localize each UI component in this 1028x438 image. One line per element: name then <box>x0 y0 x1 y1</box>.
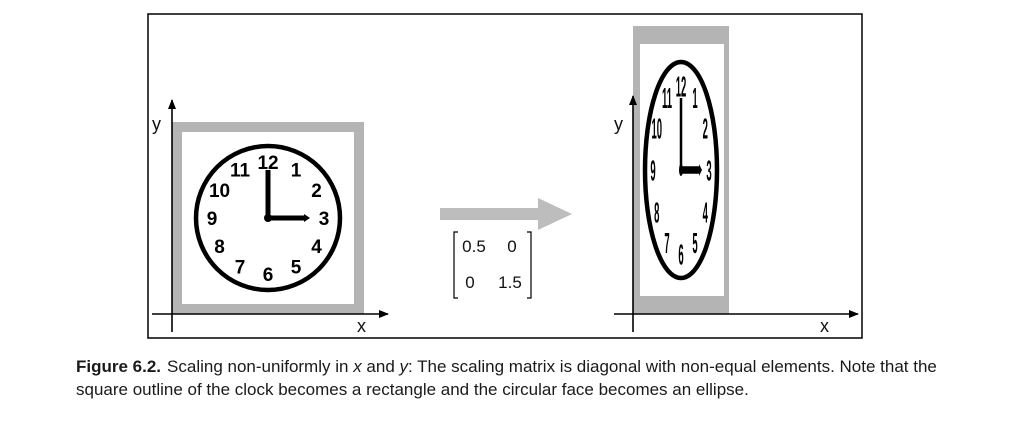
arrow-head <box>538 198 572 230</box>
left-clock-number: 4 <box>311 237 322 258</box>
right-clock-number: 2 <box>703 113 708 145</box>
right-x-axis-label: x <box>820 316 829 336</box>
transform-arrow <box>440 198 572 230</box>
right-y-axis-label: y <box>614 114 623 134</box>
right-clock-number: 3 <box>706 155 711 187</box>
caption-var-y: y <box>399 357 409 376</box>
left-clock-number: 3 <box>319 209 330 230</box>
left-clock-number: 7 <box>235 257 246 278</box>
right-clock-number: 7 <box>664 228 669 260</box>
caption-text-1: Scaling non-uniformly in <box>167 357 354 376</box>
left-hour-hand-tip <box>304 214 310 222</box>
right-clock-number: 4 <box>703 197 708 229</box>
left-y-axis-label: y <box>152 114 161 134</box>
figure-caption: Figure 6.2. Scaling non-uniformly in x an… <box>76 355 956 401</box>
matrix-cell-11: 0.5 <box>462 237 486 256</box>
matrix-cell-21: 0 <box>465 273 474 292</box>
caption-var-x: x <box>353 357 362 376</box>
left-clock-number: 12 <box>257 153 278 174</box>
left-clock-number: 11 <box>230 161 251 182</box>
left-clock-number: 2 <box>311 181 322 202</box>
left-x-axis-label: x <box>357 316 366 336</box>
caption-text-and: and <box>361 357 400 376</box>
left-clock-number: 8 <box>214 237 225 258</box>
caption-label: Figure 6.2. <box>76 357 162 376</box>
right-clock-number: 8 <box>654 197 659 229</box>
figure-border <box>147 13 863 339</box>
left-clock-number: 10 <box>209 181 230 202</box>
left-clock-center <box>264 214 272 222</box>
right-clock-number: 9 <box>650 155 655 187</box>
left-clock-number: 1 <box>291 161 302 182</box>
scaling-matrix: 0.5 0 0 1.5 <box>453 231 532 299</box>
matrix-right-bracket <box>527 231 532 299</box>
right-hour-hand-tip <box>699 164 702 176</box>
matrix-left-bracket <box>453 231 458 299</box>
right-clock-number: 1 <box>692 82 697 114</box>
right-clock-number: 6 <box>678 239 683 271</box>
right-clock-number: 12 <box>676 71 687 103</box>
matrix-cell-22: 1.5 <box>498 273 522 292</box>
right-clock-number: 10 <box>651 113 662 145</box>
right-clock-center <box>679 164 683 176</box>
matrix-cell-12: 0 <box>507 237 516 256</box>
right-clock-number: 5 <box>692 228 697 260</box>
right-clock-number: 11 <box>662 82 672 114</box>
caption-text-2: : The scaling matrix is diagonal with no… <box>76 357 937 399</box>
left-clock-number: 6 <box>263 265 274 286</box>
arrow-shaft <box>440 208 544 220</box>
left-clock-number: 5 <box>291 257 302 278</box>
left-clock-number: 9 <box>207 209 218 230</box>
